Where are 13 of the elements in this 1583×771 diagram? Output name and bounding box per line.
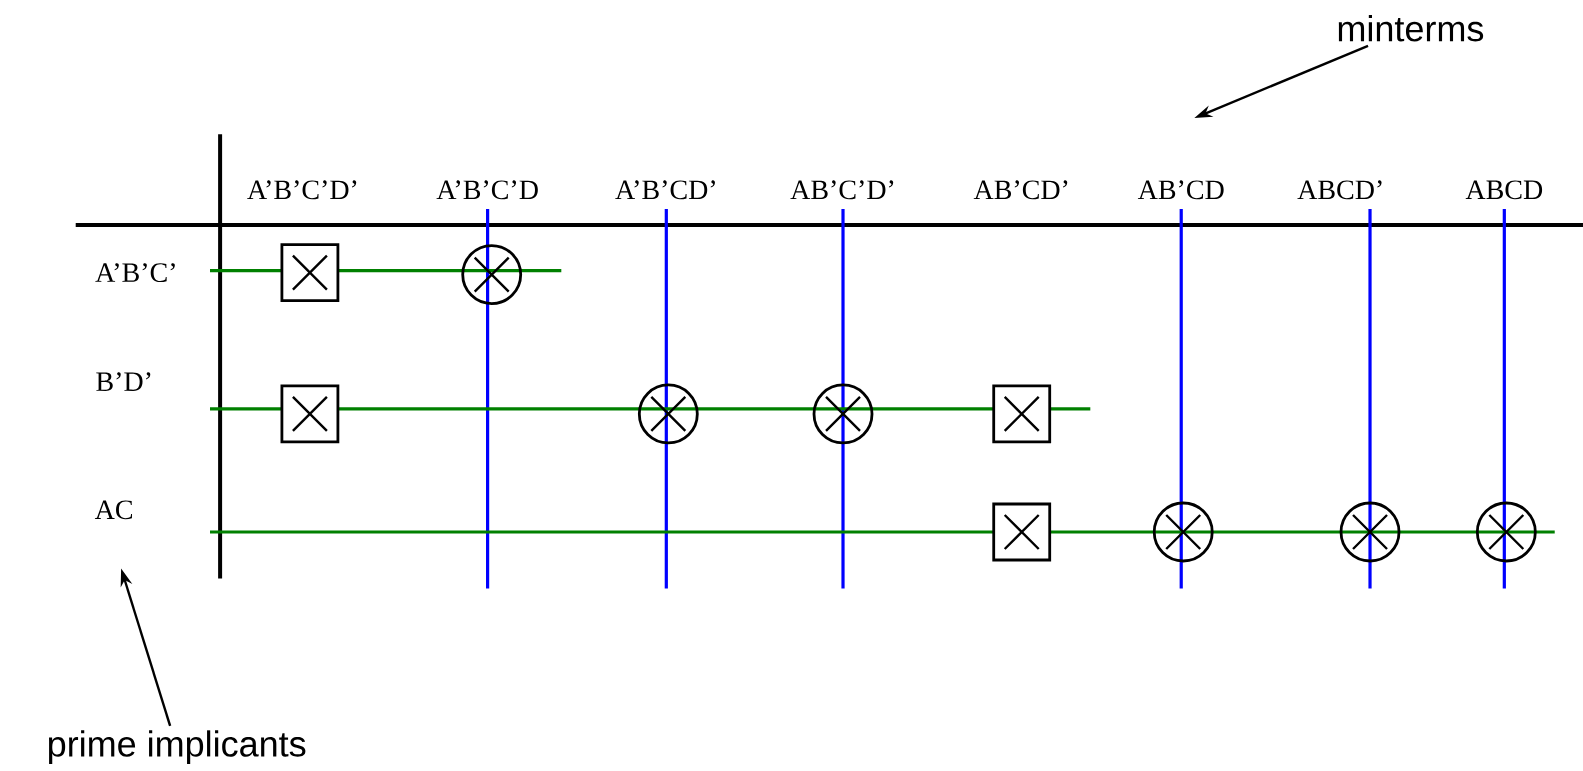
column-header: A’B’CD’ (615, 180, 715, 200)
column-header: AB’C’D’ (790, 180, 894, 200)
column-header: A’B’C’D’ (247, 180, 357, 200)
column-header: ABCD (1465, 180, 1543, 200)
column-header: AB’CD’ (973, 180, 1068, 200)
row-header: B’D’ (96, 372, 151, 391)
column-header: ABCD’ (1297, 180, 1382, 200)
row-header: A’B’C’ (95, 263, 175, 283)
column-header: AB’CD (1137, 180, 1224, 200)
column-header: A’B’C’D (436, 180, 538, 200)
row-header: AC (94, 500, 132, 520)
caption-text: minterms (1338, 15, 1484, 42)
caption-text: prime implicants (49, 730, 306, 764)
